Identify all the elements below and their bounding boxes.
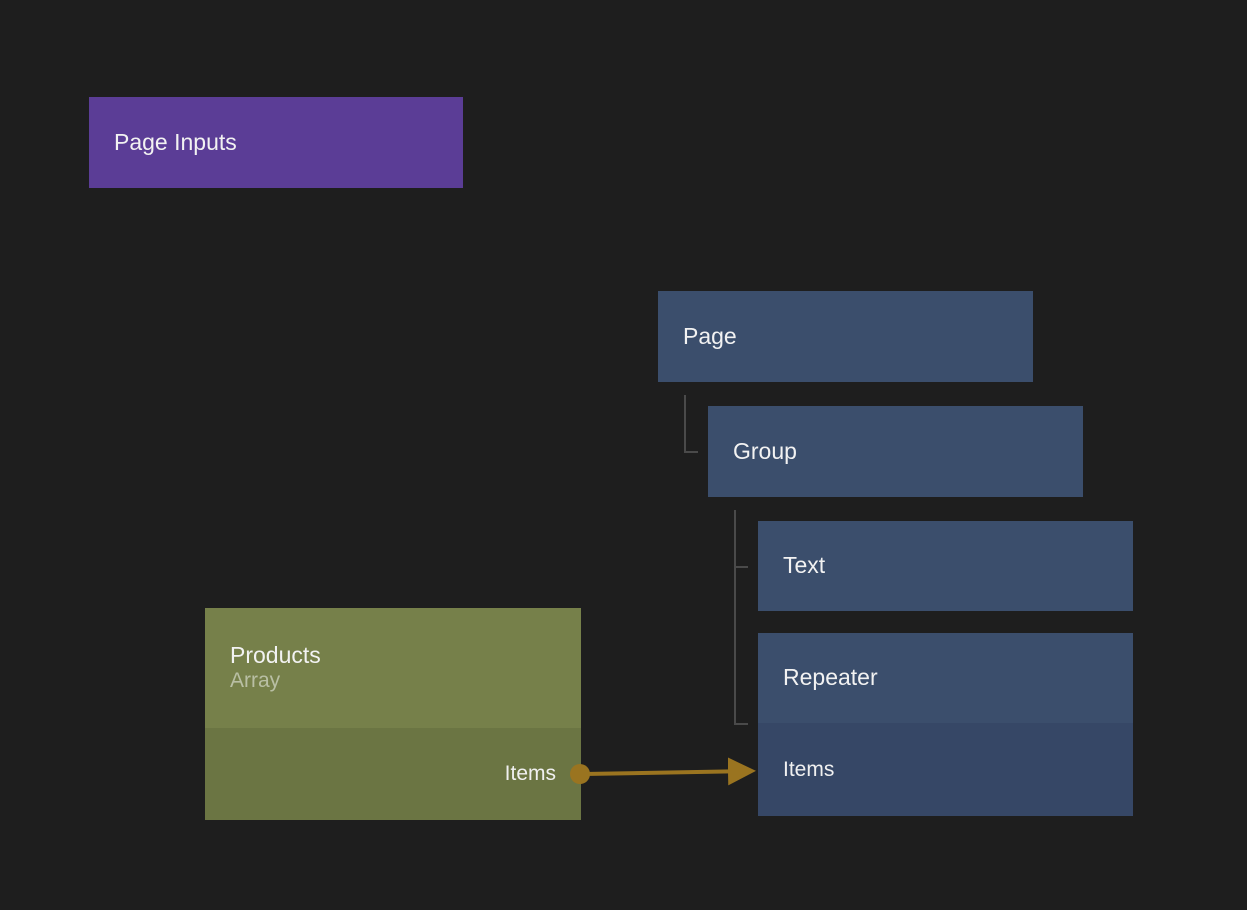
- connector-page-to-group-vertical: [684, 395, 686, 453]
- node-products[interactable]: Products Array Items: [205, 608, 581, 820]
- node-page-inputs-header: Page Inputs: [89, 97, 463, 188]
- node-page-title: Page: [683, 323, 1008, 350]
- node-repeater-body: Items: [758, 723, 1133, 816]
- products-items-output-label: Items: [505, 762, 556, 786]
- connector-group-to-children-vertical: [734, 510, 736, 725]
- node-page-inputs[interactable]: Page Inputs: [89, 97, 463, 188]
- node-group[interactable]: Group: [708, 406, 1083, 497]
- connector-page-to-group-horizontal: [684, 451, 698, 453]
- edge-products-items-to-repeater-items: [584, 771, 752, 774]
- products-items-output-port[interactable]: Items: [230, 762, 556, 786]
- node-page[interactable]: Page: [658, 291, 1033, 382]
- node-page-inputs-title: Page Inputs: [114, 129, 438, 156]
- node-products-header: Products Array: [205, 608, 581, 728]
- repeater-items-input-label: Items: [783, 758, 834, 782]
- node-text-header: Text: [758, 521, 1133, 611]
- node-products-body: Items: [205, 728, 581, 820]
- products-items-port-dot[interactable]: [570, 764, 590, 784]
- node-group-header: Group: [708, 406, 1083, 497]
- connector-group-to-repeater-horizontal: [734, 723, 748, 725]
- node-text-title: Text: [783, 552, 1108, 579]
- node-group-title: Group: [733, 438, 1058, 465]
- node-products-subtitle: Array: [230, 669, 556, 694]
- node-repeater[interactable]: Repeater Items: [758, 633, 1133, 816]
- node-page-header: Page: [658, 291, 1033, 382]
- repeater-items-input-port[interactable]: Items: [783, 758, 1108, 782]
- node-text[interactable]: Text: [758, 521, 1133, 611]
- node-repeater-header: Repeater: [758, 633, 1133, 723]
- node-products-title: Products: [230, 642, 556, 669]
- node-repeater-title: Repeater: [783, 664, 1108, 691]
- connector-group-to-text-horizontal: [734, 566, 748, 568]
